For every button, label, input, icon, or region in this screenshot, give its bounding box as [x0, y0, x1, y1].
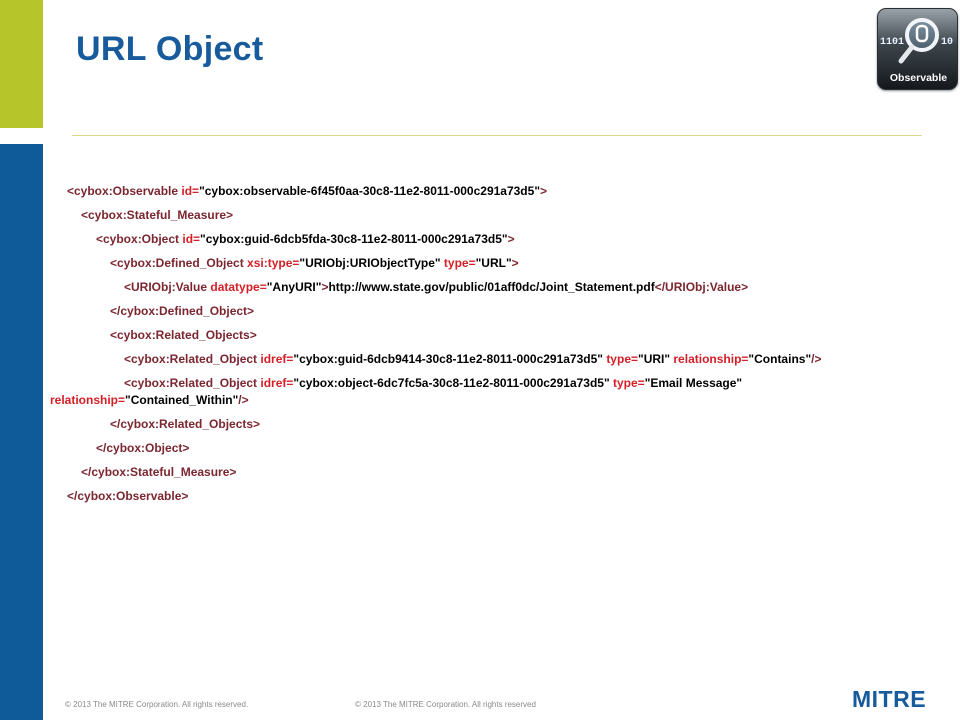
code-tag: </cybox:Observable> [67, 489, 189, 503]
code-tag: > [507, 232, 515, 246]
code-val: "URI" [638, 352, 674, 366]
code-val: "AnyURI" [266, 280, 322, 294]
code-tag: > [540, 184, 548, 198]
code-val: "cybox:observable-6f45f0aa-30c8-11e2-801… [199, 184, 541, 198]
code-tag: > [511, 256, 519, 270]
code-val: "URL" [475, 256, 512, 270]
code-tag: <cybox:Related_Objects> [110, 328, 257, 342]
title-divider [72, 135, 922, 136]
code-line: </cybox:Object> [96, 441, 189, 455]
code-val: "Email Message" [644, 376, 743, 390]
code-tag: </cybox:Related_Objects> [110, 417, 261, 431]
code-line: </cybox:Stateful_Measure> [81, 465, 236, 479]
code-attr: id= [181, 184, 200, 198]
badge-digits-left: 1101 [880, 37, 904, 48]
code-val: "Contains" [748, 352, 812, 366]
code-attr: datatype= [210, 280, 267, 294]
code-line: <cybox:Stateful_Measure> [81, 208, 233, 222]
copyright-left: © 2013 The MITRE Corporation. All rights… [65, 700, 249, 709]
side-accent-blue [0, 144, 43, 720]
code-attr: idref= [260, 376, 294, 390]
code-attr: xsi:type= [247, 256, 300, 270]
observable-badge-icon: 1101 10 Observable [877, 8, 958, 90]
code-tag: <cybox:Object [96, 232, 183, 246]
copyright-right: © 2013 The MITRE Corporation. All rights… [355, 700, 536, 709]
code-tag: </cybox:Defined_Object> [110, 304, 255, 318]
magnifier-icon: 1101 10 [880, 18, 953, 64]
code-attr: type= [613, 376, 645, 390]
code-tag: </cybox:Stateful_Measure> [81, 465, 237, 479]
code-tag: /> [811, 352, 822, 366]
code-attr: relationship= [50, 393, 126, 407]
code-attr: type= [606, 352, 638, 366]
code-val: "cybox:guid-6dcb9414-30c8-11e2-8011-000c… [293, 352, 607, 366]
code-line: <cybox:Related_Object idref="cybox:objec… [124, 376, 742, 390]
code-line: <cybox:Observable id="cybox:observable-6… [67, 184, 547, 198]
code-line: </cybox:Defined_Object> [110, 304, 254, 318]
code-val: "URIObj:URIObjectType" [299, 256, 444, 270]
code-txt: http://www.state.gov/public/01aff0dc/Joi… [328, 280, 655, 294]
code-line: relationship="Contained_Within"/> [50, 393, 249, 407]
code-attr: type= [443, 256, 476, 270]
code-line: <cybox:Defined_Object xsi:type="URIObj:U… [110, 256, 519, 270]
code-val: "cybox:object-6dc7fc5a-30c8-11e2-8011-00… [293, 376, 613, 390]
code-tag: > [321, 280, 329, 294]
code-tag: <cybox:Stateful_Measure> [81, 208, 234, 222]
code-tag: <URIObj:Value [124, 280, 211, 294]
slide-title: URL Object [76, 30, 264, 68]
code-tag: </cybox:Object> [96, 441, 190, 455]
badge-digits-right: 10 [941, 37, 953, 48]
code-val: "Contained_Within" [125, 393, 239, 407]
badge-label: Observable [889, 72, 948, 84]
code-attr: relationship= [673, 352, 749, 366]
code-tag: /> [238, 393, 249, 407]
code-line: </cybox:Observable> [67, 489, 188, 503]
code-attr: idref= [260, 352, 294, 366]
code-val: "cybox:guid-6dcb5fda-30c8-11e2-8011-000c… [200, 232, 508, 246]
code-line: <URIObj:Value datatype="AnyURI">http://w… [124, 280, 748, 294]
code-line: </cybox:Related_Objects> [110, 417, 260, 431]
code-tag: <cybox:Related_Object [124, 376, 261, 390]
side-accent-green [0, 0, 43, 128]
code-line: <cybox:Related_Object idref="cybox:guid-… [124, 352, 821, 366]
code-line: <cybox:Related_Objects> [110, 328, 257, 342]
mitre-logo: MITRE [852, 686, 927, 712]
code-tag: <cybox:Defined_Object [110, 256, 248, 270]
code-tag: </URIObj:Value> [654, 280, 749, 294]
code-line: <cybox:Object id="cybox:guid-6dcb5fda-30… [96, 232, 515, 246]
code-tag: <cybox:Related_Object [124, 352, 261, 366]
code-tag: <cybox:Observable [67, 184, 182, 198]
code-attr: id= [182, 232, 201, 246]
